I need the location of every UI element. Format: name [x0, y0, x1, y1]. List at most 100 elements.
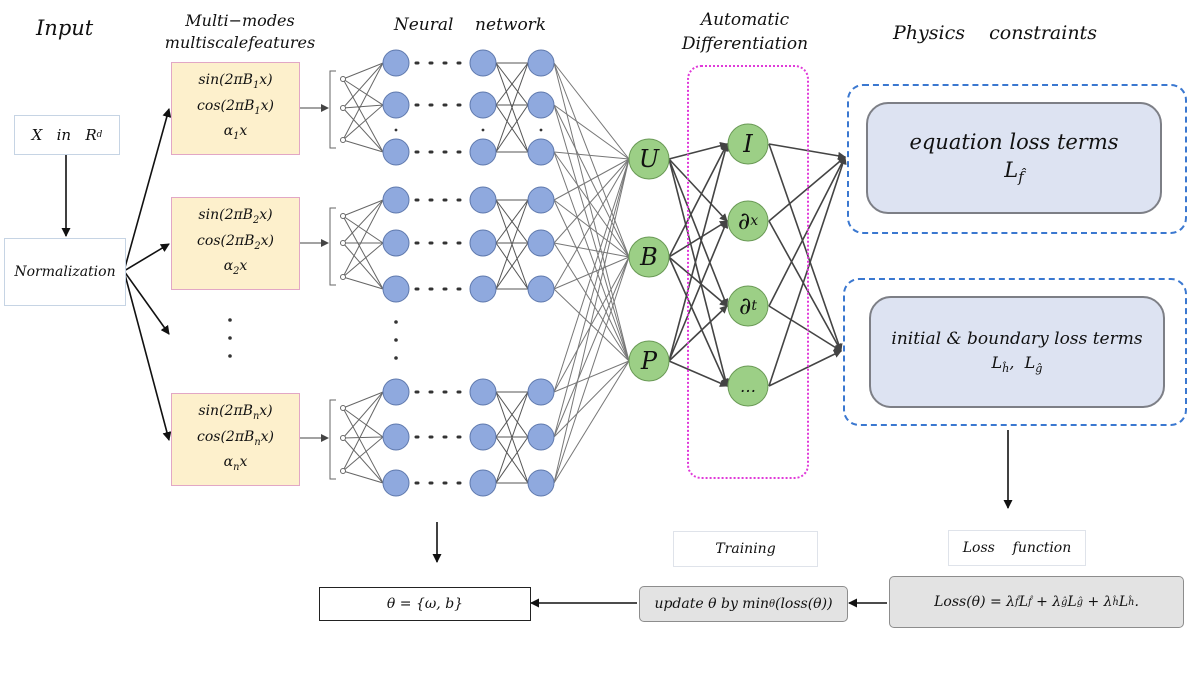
- features-header-line1: Multi−modes: [185, 11, 295, 30]
- connection-line: [342, 407, 384, 484]
- connection-line: [553, 360, 630, 438]
- arrow-output-to-autodiff: [668, 256, 728, 387]
- connection-line: [553, 158, 630, 484]
- hidden-node: [382, 469, 410, 497]
- feature-cos-n: cos(2πBnx): [197, 428, 274, 448]
- hidden-node: [469, 275, 497, 303]
- connection-line: [553, 62, 630, 258]
- feature-block-2: sin(2πB2x) cos(2πB2x) α2x: [171, 197, 300, 290]
- hidden-node: [382, 229, 410, 257]
- hidden-node: [469, 469, 497, 497]
- connection-line: [553, 158, 630, 244]
- connection-line: [342, 436, 384, 472]
- connection-line: [342, 107, 384, 153]
- input-dot: [340, 105, 346, 111]
- hidden-node: [382, 91, 410, 119]
- input-dot: [340, 137, 346, 143]
- connection-line: [342, 407, 384, 438]
- connection-line: [342, 62, 384, 109]
- feature-cos-1: cos(2πB1x): [197, 97, 274, 117]
- arrow-autodiff-to-boundary-loss: [768, 143, 843, 352]
- connection-line: [553, 151, 630, 362]
- hidden-node: [469, 186, 497, 214]
- connection-line: [553, 360, 630, 393]
- feature-cos-2: cos(2πB2x): [197, 232, 274, 252]
- input-dot: [340, 76, 346, 82]
- feature-sin-1: sin(2πB1x): [198, 71, 273, 91]
- connection-line: [553, 242, 630, 362]
- input-bracket: [329, 207, 336, 286]
- row-ellipsis-dot: [481, 128, 485, 132]
- connection-line: [553, 158, 630, 393]
- feature-ellipsis-dot: [228, 354, 232, 358]
- connection-line: [342, 437, 384, 484]
- output-node: [628, 340, 670, 382]
- arrow-autodiff-to-boundary-loss: [768, 350, 842, 387]
- neural-network-header: Neural network: [393, 15, 547, 35]
- hidden-node: [527, 138, 555, 166]
- boundary-loss-symbol: Lĥ, Lĝ: [991, 352, 1043, 376]
- hidden-node: [382, 138, 410, 166]
- ad-more-label: …: [740, 376, 756, 396]
- training-label: Training: [673, 531, 818, 567]
- hidden-node: [527, 423, 555, 451]
- connection-line: [342, 391, 384, 472]
- network-ellipsis-dot: [394, 356, 398, 360]
- input-dot: [340, 435, 346, 441]
- connection-line: [342, 78, 384, 106]
- connection-line: [342, 242, 384, 278]
- connection-line: [553, 242, 630, 258]
- connection-line: [553, 62, 630, 362]
- arrow-output-to-autodiff: [668, 305, 728, 362]
- connection-line: [553, 256, 630, 290]
- arrow-output-to-autodiff: [668, 158, 728, 222]
- network-ellipsis-dot: [394, 320, 398, 324]
- hidden-node: [382, 423, 410, 451]
- arrow-output-to-autodiff: [668, 220, 729, 362]
- input-dot: [340, 468, 346, 474]
- connection-line: [342, 199, 384, 217]
- connection-line: [342, 215, 384, 244]
- connection-line: [342, 215, 384, 290]
- autodiff-box: [687, 65, 809, 479]
- feature-alpha-2: α2x: [223, 258, 248, 278]
- equation-loss-symbol: Lf̂: [1004, 157, 1024, 187]
- feature-sin-n: sin(2πBnx): [198, 402, 273, 422]
- theta-params-box: θ = {ω, b}: [319, 587, 531, 621]
- network-ellipsis-dot: [394, 338, 398, 342]
- connection-line: [553, 360, 630, 484]
- connection-line: [553, 256, 630, 393]
- input-r-sup: d: [96, 130, 103, 140]
- hidden-node: [469, 138, 497, 166]
- hidden-node: [382, 275, 410, 303]
- hidden-node: [527, 469, 555, 497]
- arrow-output-to-autodiff: [668, 141, 728, 160]
- input-dot: [340, 213, 346, 219]
- output-p-label: P: [640, 347, 658, 375]
- feature-alpha-1: α1x: [223, 123, 248, 143]
- connection-line: [495, 391, 529, 484]
- connection-line: [342, 62, 384, 141]
- connection-line: [342, 199, 384, 278]
- connection-line: [495, 242, 529, 290]
- connection-line: [553, 62, 630, 160]
- connection-line: [342, 199, 384, 244]
- connection-line: [495, 62, 529, 106]
- feature-ellipsis-dot: [228, 318, 232, 322]
- ad-dx-label: ∂x: [737, 207, 759, 235]
- arrow-output-to-autodiff: [668, 256, 728, 307]
- connection-line: [495, 436, 529, 484]
- hidden-node: [527, 275, 555, 303]
- feature-ellipsis-dot: [228, 336, 232, 340]
- connection-line: [342, 139, 384, 153]
- connection-line: [553, 104, 630, 160]
- input-bracket: [329, 70, 336, 149]
- autodiff-node: [727, 365, 769, 407]
- input-dot: [340, 274, 346, 280]
- arrow-autodiff-to-boundary-loss: [768, 220, 842, 352]
- autodiff-header-line1: Automatic: [700, 10, 790, 30]
- row-ellipsis-dot: [539, 128, 543, 132]
- input-bracket: [329, 399, 336, 480]
